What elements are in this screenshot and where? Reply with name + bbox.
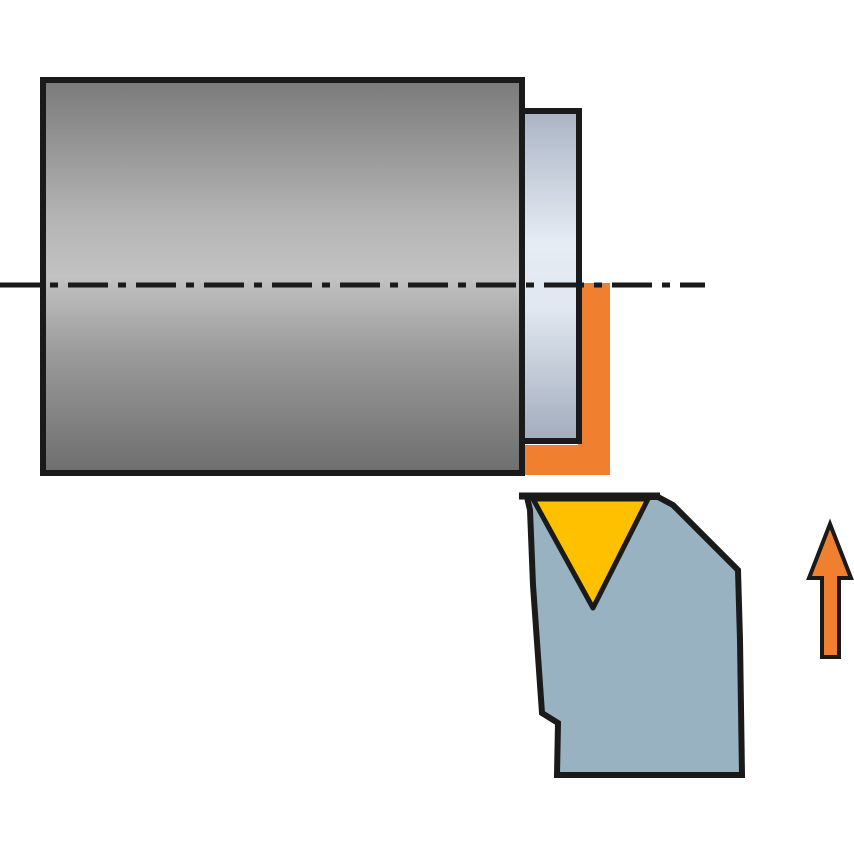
workpiece [40, 77, 525, 476]
cutting-insert [530, 496, 651, 611]
feed-direction-arrow-icon [806, 518, 854, 659]
shoulder [519, 108, 582, 444]
removed-material [520, 283, 610, 475]
